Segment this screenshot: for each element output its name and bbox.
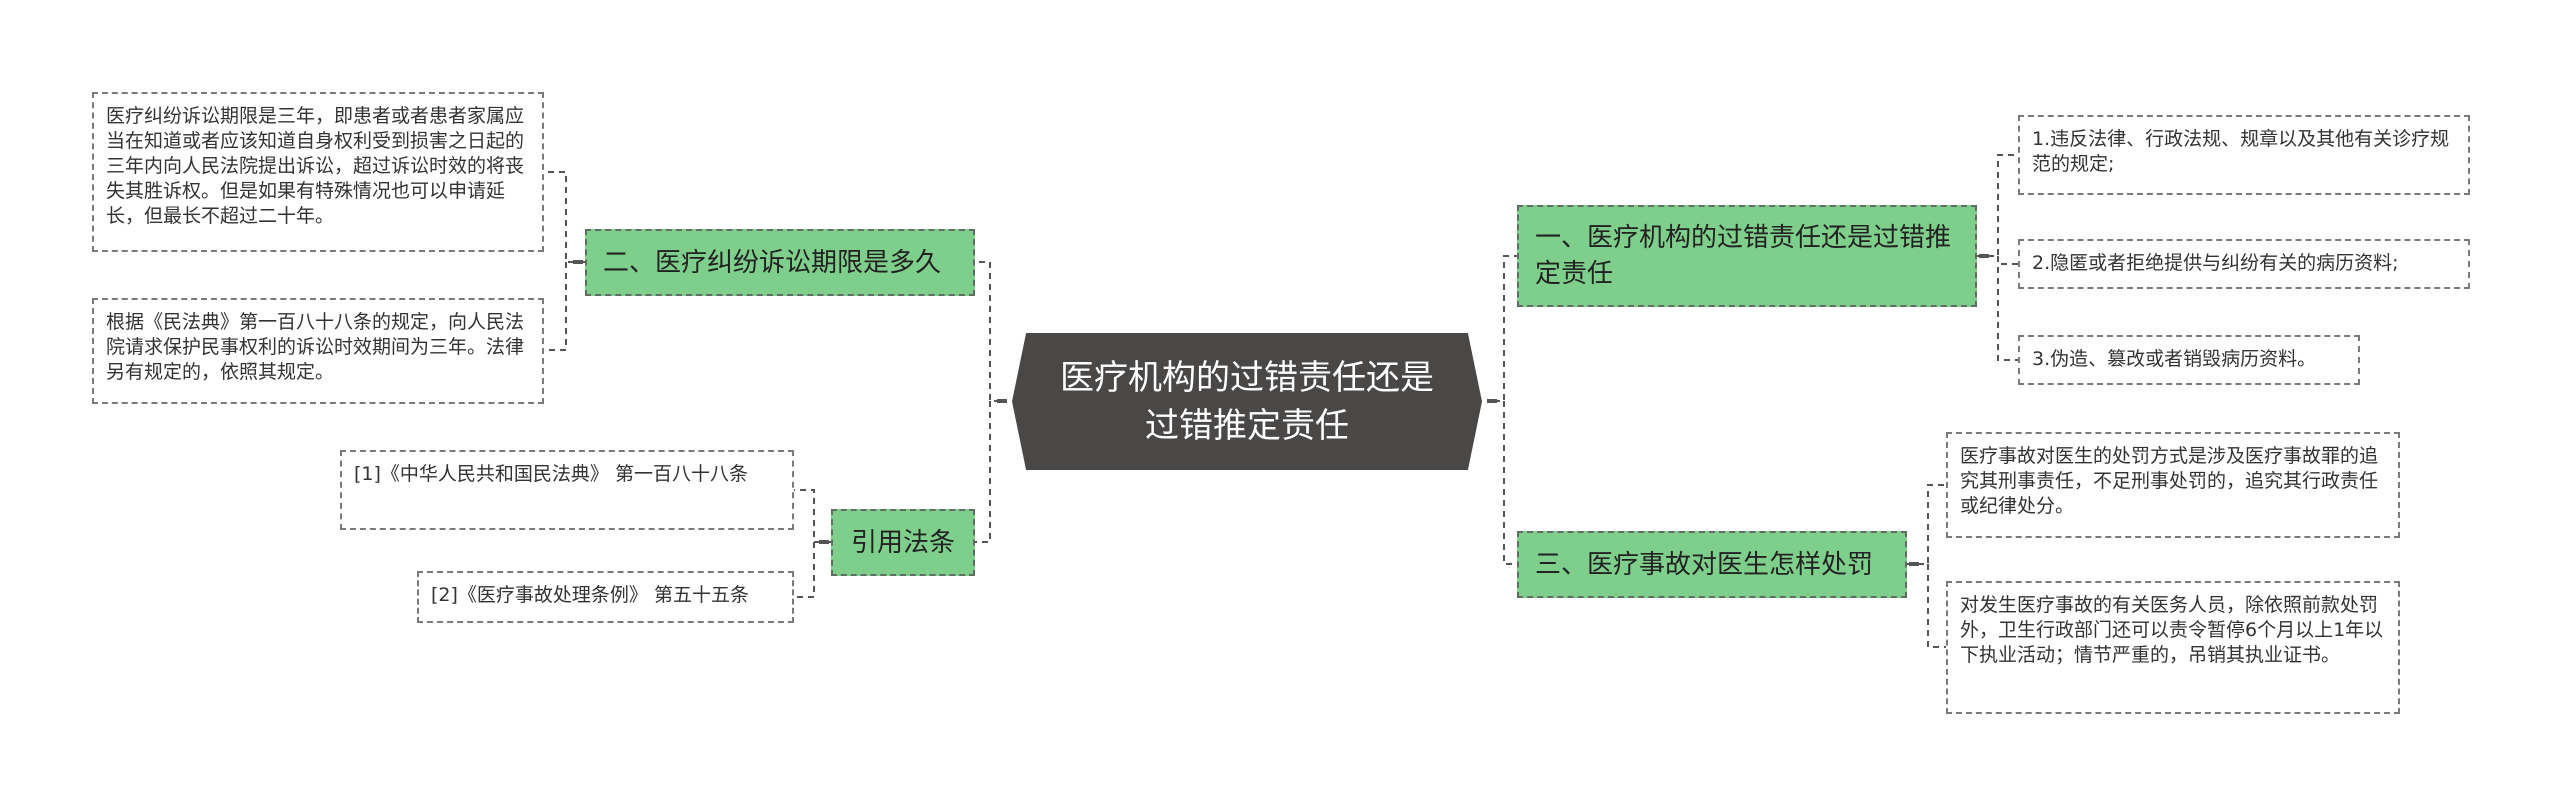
leaf-text: 2.隐匿或者拒绝提供与纠纷有关的病历资料; bbox=[2032, 252, 2399, 274]
leaf-citation-regulation[interactable]: [2]《医疗事故处理条例》 第五十五条 bbox=[417, 571, 794, 623]
leaf-text: 对发生医疗事故的有关医务人员，除依照前款处罚外，卫生行政部门还可以责令暂停6个月… bbox=[1960, 594, 2384, 666]
root-topic-label: 医疗机构的过错责任还是过错推定责任 bbox=[1060, 357, 1434, 446]
connector-node-dot bbox=[997, 399, 1007, 403]
leaf-civil-code-article[interactable]: 根据《民法典》第一百八十八条的规定，向人民法院请求保护民事权利的诉讼时效期间为三… bbox=[92, 298, 544, 404]
branch-label: 三、医疗事故对医生怎样处罚 bbox=[1535, 549, 1874, 580]
connector-period-leaf-1 bbox=[544, 171, 585, 263]
connector-fault-leaf-1 bbox=[1977, 154, 2018, 257]
leaf-text: [2]《医疗事故处理条例》 第五十五条 bbox=[431, 584, 749, 606]
branch-label: 一、医疗机构的过错责任还是过错推定责任 bbox=[1535, 223, 1952, 289]
connector-fault-leaf-3 bbox=[1997, 256, 2018, 361]
branch-fault-liability[interactable]: 一、医疗机构的过错责任还是过错推定责任 bbox=[1517, 205, 1977, 307]
leaf-withhold-records[interactable]: 2.隐匿或者拒绝提供与纠纷有关的病历资料; bbox=[2018, 239, 2470, 289]
leaf-forge-records[interactable]: 3.伪造、篡改或者销毁病历资料。 bbox=[2018, 335, 2360, 385]
connector-node-dot bbox=[573, 260, 583, 264]
leaf-text: 医疗事故对医生的处罚方式是涉及医疗事故罪的追究其刑事责任，不足刑事处罚的，追究其… bbox=[1960, 445, 2379, 517]
connector-laws-leaf-1 bbox=[794, 489, 831, 543]
connector-penalty-leaf-2 bbox=[1927, 564, 1946, 648]
leaf-text: 1.违反法律、行政法规、规章以及其他有关诊疗规范的规定; bbox=[2032, 128, 2450, 175]
leaf-text: 3.伪造、篡改或者销毁病历资料。 bbox=[2032, 348, 2317, 370]
branch-litigation-period[interactable]: 二、医疗纠纷诉讼期限是多久 bbox=[585, 229, 975, 296]
connector-node-dot bbox=[819, 540, 829, 544]
connector-root-branch-laws bbox=[975, 401, 991, 543]
branch-label: 二、医疗纠纷诉讼期限是多久 bbox=[603, 247, 942, 278]
connector-penalty-leaf-1 bbox=[1907, 484, 1946, 565]
connector-node-dot bbox=[1487, 399, 1497, 403]
leaf-period-explanation[interactable]: 医疗纠纷诉讼期限是三年，即患者或者患者家属应当在知道或者应该知道自身权利受到损害… bbox=[92, 92, 544, 252]
connector-node-dot bbox=[1979, 254, 1989, 258]
branch-cited-laws[interactable]: 引用法条 bbox=[831, 509, 975, 576]
connector-root-branch-penalty bbox=[1503, 401, 1517, 565]
branch-doctor-penalty[interactable]: 三、医疗事故对医生怎样处罚 bbox=[1517, 531, 1907, 598]
leaf-violation-rules[interactable]: 1.违反法律、行政法规、规章以及其他有关诊疗规范的规定; bbox=[2018, 115, 2470, 195]
connector-node-dot bbox=[1909, 562, 1919, 566]
connector-fault-leaf-2 bbox=[1997, 256, 2018, 265]
leaf-penalty-criminal[interactable]: 医疗事故对医生的处罚方式是涉及医疗事故罪的追究其刑事责任，不足刑事处罚的，追究其… bbox=[1946, 432, 2400, 538]
leaf-text: 根据《民法典》第一百八十八条的规定，向人民法院请求保护民事权利的诉讼时效期间为三… bbox=[106, 311, 525, 383]
leaf-citation-civil-code[interactable]: [1]《中华人民共和国民法典》 第一百八十八条 bbox=[340, 450, 794, 530]
leaf-text: [1]《中华人民共和国民法典》 第一百八十八条 bbox=[354, 463, 748, 485]
branch-label: 引用法条 bbox=[850, 527, 955, 558]
connector-period-leaf-2 bbox=[544, 262, 567, 351]
connector-root-branch-fault bbox=[1494, 255, 1517, 402]
root-topic[interactable]: 医疗机构的过错责任还是过错推定责任 bbox=[1012, 333, 1482, 470]
connector-root-branch-period bbox=[975, 261, 1000, 402]
connector-laws-leaf-2 bbox=[794, 542, 815, 598]
leaf-text: 医疗纠纷诉讼期限是三年，即患者或者患者家属应当在知道或者应该知道自身权利受到损害… bbox=[106, 105, 525, 227]
leaf-penalty-suspension[interactable]: 对发生医疗事故的有关医务人员，除依照前款处罚外，卫生行政部门还可以责令暂停6个月… bbox=[1946, 581, 2400, 714]
